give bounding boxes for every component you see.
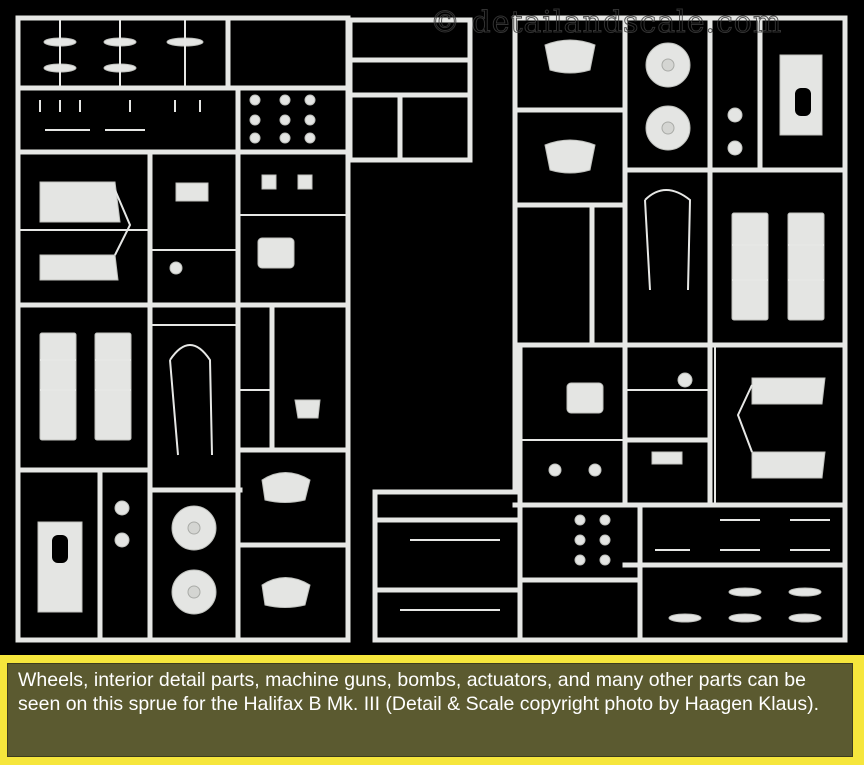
left-sprue — [15, 15, 473, 643]
sprue-photo: © detailandscale.com — [15, 4, 848, 643]
caption-box — [7, 663, 853, 757]
watermark-text: © detailandscale.com — [430, 5, 782, 40]
right-sprue — [372, 15, 848, 643]
caption-text: Wheels, interior detail parts, machine g… — [18, 669, 819, 715]
